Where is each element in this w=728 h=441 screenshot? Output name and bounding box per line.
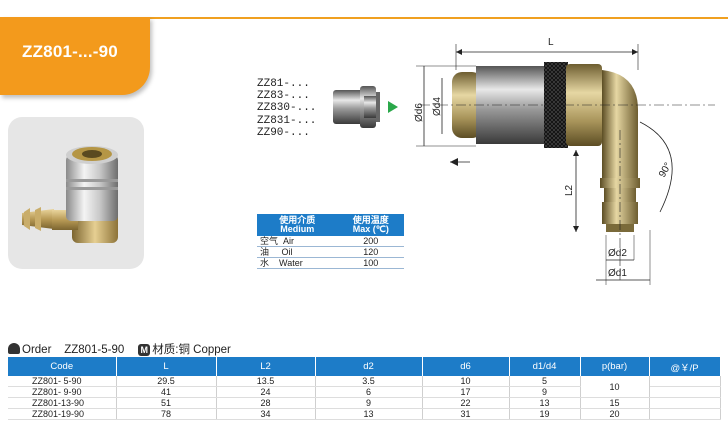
cell-code: ZZ801-19-90 — [8, 408, 117, 420]
cell: 22 — [422, 397, 510, 409]
medium-temp: 120 — [337, 246, 404, 258]
table-row: ZZ801- 5-90 29.5 13.5 3.5 10 5 10 — [8, 376, 721, 398]
col-header: Code — [8, 357, 117, 376]
dim-L: L — [548, 37, 554, 48]
medium-en: Oil — [281, 247, 293, 257]
cell: 28 — [216, 397, 316, 409]
series-item: ZZ830-... — [257, 102, 317, 115]
dim-d2: Ød2 — [608, 248, 627, 259]
material-text: 材质:铜 Copper — [152, 344, 231, 356]
cell-code: ZZ801-13-90 — [8, 397, 117, 409]
page-title: ZZ801-...-90 — [22, 42, 118, 61]
order-code: ZZ801-5-90 — [64, 344, 125, 356]
series-item: ZZ81-... — [257, 78, 310, 90]
cell: 5 — [509, 376, 581, 387]
series-item: ZZ90-... — [257, 126, 310, 139]
cell: 29.5 — [116, 376, 217, 387]
material-icon: M — [138, 344, 151, 356]
col-header: d6 — [422, 357, 510, 376]
col-header: L — [116, 357, 217, 376]
title-badge — [0, 17, 150, 95]
cell: 10 — [422, 376, 510, 387]
cell: 9 — [315, 397, 423, 409]
cell: 17 — [422, 386, 510, 398]
medium-temp: 200 — [337, 236, 404, 247]
col-header: d2 — [315, 357, 423, 376]
header-rule — [120, 17, 728, 19]
cell: 19 — [509, 408, 581, 420]
cell: 34 — [216, 408, 316, 420]
col-header: @￥/P — [649, 357, 721, 376]
table-row: ZZ801-19-90 78 34 13 31 19 20 — [8, 408, 721, 420]
temp-header-en: Max (℃) — [352, 224, 389, 234]
coupling-drawing — [420, 62, 715, 280]
table-row: 油 Oil 120 — [257, 246, 404, 258]
medium-header: 使用介质 Medium — [257, 214, 338, 236]
medium-cn: 油 — [260, 247, 270, 257]
dim-d6: Ød6 — [414, 103, 425, 122]
cell-code: ZZ801- 9-90 — [8, 386, 117, 398]
medium-en: Air — [283, 236, 295, 246]
flow-arrow-icon — [388, 101, 398, 113]
cell: 13 — [315, 408, 423, 420]
table-row: 空气 Air 200 — [257, 236, 404, 247]
medium-header-en: Medium — [280, 224, 315, 234]
table-row: ZZ801- 9-90 41 24 6 17 9 — [8, 386, 721, 398]
phone-icon — [8, 343, 20, 354]
cell: 13.5 — [216, 376, 316, 387]
spec-table: Code L L2 d2 d6 d1/d4 p(bar) @￥/P ZZ801-… — [8, 357, 721, 420]
nipple-drawing — [333, 86, 380, 128]
col-header: p(bar) — [580, 357, 650, 376]
table-row: ZZ801-13-90 51 28 9 22 13 15 — [8, 397, 721, 409]
dim-d1: Ød1 — [608, 268, 627, 279]
product-photo — [8, 117, 144, 269]
cell-price — [649, 376, 721, 387]
cell-pressure: 20 — [580, 408, 650, 420]
dim-L2: L2 — [564, 184, 575, 196]
cell: 41 — [116, 386, 217, 398]
medium-en: Water — [279, 258, 303, 268]
cell: 13 — [509, 397, 581, 409]
series-item: ZZ831-... — [257, 114, 317, 127]
technical-drawing: L Ød6 Ød4 90° L2 Ød2 Ød1 — [333, 37, 715, 285]
col-header: L2 — [216, 357, 316, 376]
col-header: d1/d4 — [509, 357, 581, 376]
cell-price — [649, 408, 721, 420]
medium-header-cn: 使用介质 — [279, 215, 316, 225]
cell: 24 — [216, 386, 316, 398]
cell-pressure: 10 — [580, 376, 650, 398]
medium-table: 使用介质 Medium 使用温度 Max (℃) 空气 Air 200 油 Oi… — [257, 214, 404, 269]
table-header-row: Code L L2 d2 d6 d1/d4 p(bar) @￥/P — [8, 357, 721, 376]
cell: 3.5 — [315, 376, 423, 387]
medium-cn: 空气 — [260, 236, 279, 246]
cell: 31 — [422, 408, 510, 420]
cell: 51 — [116, 397, 217, 409]
medium-cn: 水 — [260, 258, 270, 268]
cell: 6 — [315, 386, 423, 398]
cell-code: ZZ801- 5-90 — [8, 376, 117, 387]
temp-header: 使用温度 Max (℃) — [337, 214, 404, 236]
series-list: ZZ81-... ZZ83-... ZZ830-... ZZ831-... ZZ… — [257, 78, 316, 139]
cell: 78 — [116, 408, 217, 420]
table-row: 水 Water 100 — [257, 257, 404, 269]
cell: 9 — [509, 386, 581, 398]
cell-pressure: 15 — [580, 397, 650, 409]
cell-price — [649, 397, 721, 409]
product-photo-image — [22, 146, 118, 243]
order-label: Order — [22, 344, 52, 356]
dim-d4: Ød4 — [432, 97, 443, 116]
series-item: ZZ83-... — [257, 90, 310, 103]
cell-price — [649, 386, 721, 398]
temp-header-cn: 使用温度 — [352, 215, 389, 225]
medium-temp: 100 — [337, 257, 404, 269]
